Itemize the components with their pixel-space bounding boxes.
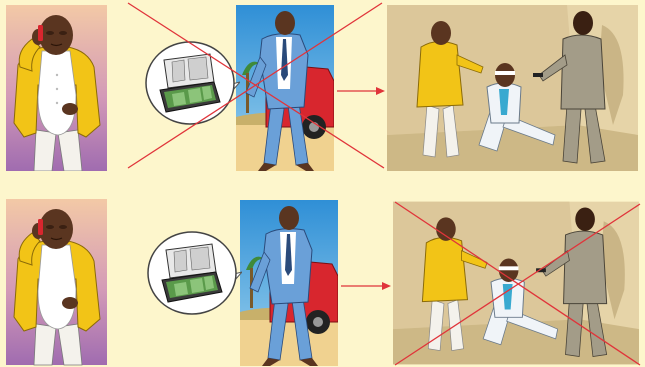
- man-on-phone-icon: [6, 198, 107, 366]
- briefcase-cash-icon: [146, 230, 242, 316]
- briefcase-inset-bottom: [146, 230, 242, 316]
- arrow-right-icon: [340, 279, 392, 293]
- briefcase-cash-icon: [144, 40, 240, 126]
- panel-hostage-scene: [387, 5, 638, 171]
- armed-men-with-captive-icon: [393, 200, 639, 366]
- man-walking-from-car-icon: [236, 5, 334, 171]
- arrow-right-icon: [336, 84, 386, 98]
- panel-hostage-scene: [393, 200, 639, 366]
- panel-phone-call: [6, 5, 107, 171]
- man-walking-from-car-icon: [240, 200, 338, 366]
- armed-men-with-captive-icon: [387, 5, 638, 171]
- scene-row-top: [0, 0, 645, 175]
- panel-cash-deal-scene: [236, 5, 334, 171]
- panel-cash-deal-scene: [240, 200, 338, 366]
- scene-row-bottom: [0, 190, 645, 367]
- man-on-phone-icon: [6, 5, 107, 171]
- briefcase-inset-top: [144, 40, 240, 126]
- panel-phone-call: [6, 198, 107, 366]
